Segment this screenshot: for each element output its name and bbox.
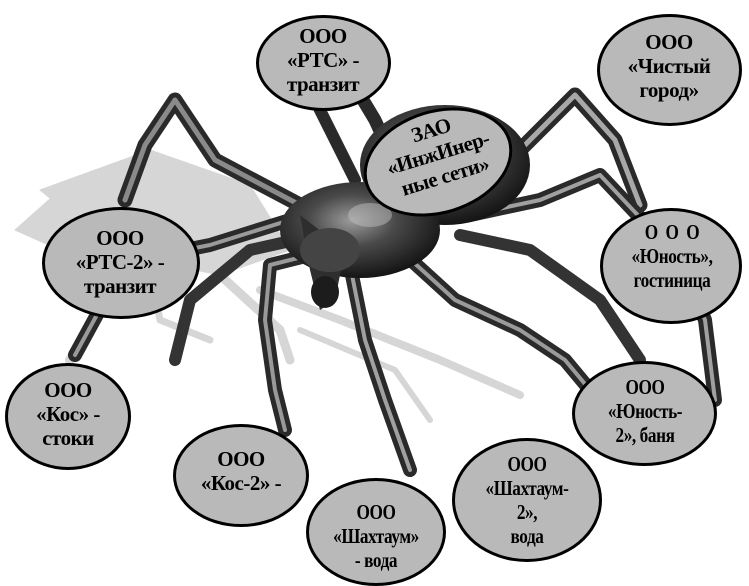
label-chisty-gorod: ООО «Чистый город» bbox=[604, 30, 734, 102]
label-kos-2: ООО «Кос-2» - bbox=[178, 447, 304, 495]
label-rts-2: ООО «РТС-2» - транзит bbox=[55, 226, 185, 298]
label-yunost-2: ООО «Юность- 2», баня bbox=[592, 375, 699, 447]
label-shakhtaum-2: ООО «Шахтаум- 2», вода bbox=[469, 452, 585, 548]
label-kos: ООО «Кос» - стоки bbox=[13, 378, 123, 450]
label-rts: ООО «РТС» - транзит bbox=[273, 24, 373, 96]
label-yunost: О О О «Юность», гостиница bbox=[615, 220, 728, 292]
label-shakhtaum: ООО «Шахтаум» - вода bbox=[320, 500, 432, 572]
